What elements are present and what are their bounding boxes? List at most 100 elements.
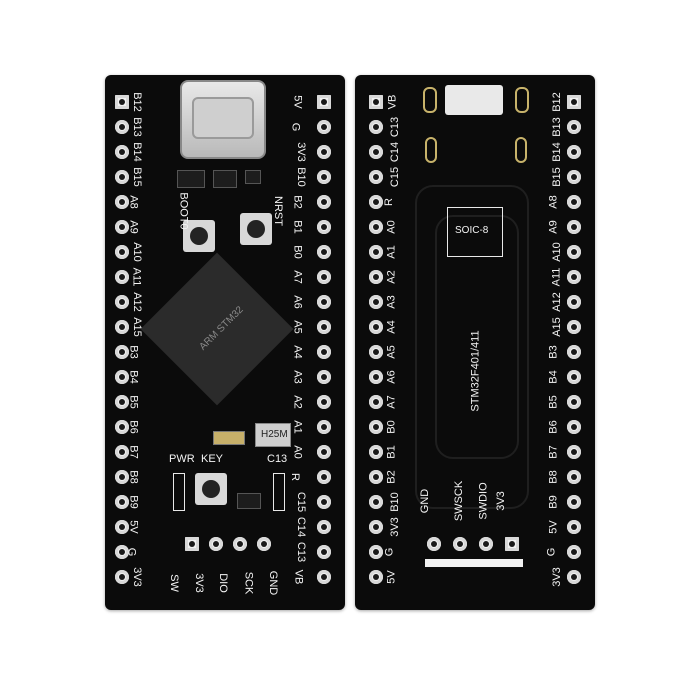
crystal-small <box>213 431 245 445</box>
pin-label: A10 <box>130 242 143 262</box>
header-pin <box>567 270 581 284</box>
header-pin <box>317 420 331 434</box>
pin-label: B5 <box>127 395 140 409</box>
pin-label: A1 <box>385 245 398 259</box>
smd-part <box>245 170 261 184</box>
swd-label: 3V3 <box>494 491 507 511</box>
pin-label: B0 <box>385 420 398 434</box>
header-pin <box>567 320 581 334</box>
pin-label: B10 <box>294 167 307 187</box>
pin-label: B3 <box>547 345 560 359</box>
c13-led <box>273 473 285 511</box>
ldo-chip <box>237 493 261 509</box>
swd-pin <box>257 537 271 551</box>
pin-label: A6 <box>385 370 398 384</box>
soic8-footprint <box>447 207 503 257</box>
pcb-trace <box>435 215 519 459</box>
boot0-button[interactable] <box>183 220 215 252</box>
pin-label: B7 <box>547 445 560 459</box>
swd-label: SWDIO <box>477 482 490 520</box>
pin-label: B10 <box>388 492 401 512</box>
swd-pin <box>427 537 441 551</box>
pin-label: A5 <box>385 345 398 359</box>
pin-label: B12 <box>550 92 563 112</box>
back-silk-bar <box>425 559 523 567</box>
boot0-label: BOOT0 <box>177 192 190 230</box>
pin-label: B15 <box>550 167 563 187</box>
header-pin <box>317 220 331 234</box>
pin-label: A4 <box>291 345 304 359</box>
header-pin <box>317 95 331 109</box>
chip-name-label: STM32F401/411 <box>469 330 482 412</box>
header-pin <box>567 470 581 484</box>
header-pin <box>317 170 331 184</box>
header-pin <box>567 520 581 534</box>
reset-button[interactable] <box>240 213 272 245</box>
header-pin <box>369 570 383 584</box>
pin-label: 5V <box>547 520 560 534</box>
pin-label: G <box>545 547 558 557</box>
pcb-trace <box>415 185 529 509</box>
header-pin <box>369 495 383 509</box>
pin-label: A5 <box>291 320 304 334</box>
header-pin <box>317 320 331 334</box>
pin-label: G <box>289 122 302 132</box>
header-pin <box>115 520 129 534</box>
header-pin <box>567 420 581 434</box>
swd-label: SCK <box>242 571 255 595</box>
header-pin <box>115 95 129 109</box>
header-pin <box>567 445 581 459</box>
header-pin <box>317 545 331 559</box>
header-pin <box>317 295 331 309</box>
swd-pin <box>185 537 199 551</box>
pin-label: B8 <box>127 470 140 484</box>
pin-label: A11 <box>550 267 563 287</box>
swd-pin <box>505 537 519 551</box>
header-pin <box>317 445 331 459</box>
swd-label: SWSCK <box>453 480 466 522</box>
key-label: KEY <box>201 453 224 465</box>
header-pin <box>567 570 581 584</box>
pin-label: 5V <box>127 520 140 534</box>
pin-label: A3 <box>385 295 398 309</box>
header-pin <box>369 295 383 309</box>
header-pin <box>115 120 129 134</box>
usb-pad-right <box>515 87 529 113</box>
header-pin <box>369 270 383 284</box>
header-pin <box>369 220 383 234</box>
pin-label: B6 <box>547 420 560 434</box>
pin-label: G <box>383 547 396 557</box>
pin-label: B15 <box>130 167 143 187</box>
header-pin <box>369 320 383 334</box>
header-pin <box>317 570 331 584</box>
header-pin <box>115 195 129 209</box>
pin-label: B13 <box>130 117 143 137</box>
header-pin <box>369 245 383 259</box>
header-pin <box>317 120 331 134</box>
header-pin <box>567 545 581 559</box>
key-button[interactable] <box>195 473 227 505</box>
pin-label: A4 <box>385 320 398 334</box>
header-pin <box>567 145 581 159</box>
header-pin <box>317 395 331 409</box>
pin-label: C14 <box>295 516 308 538</box>
pin-label: B6 <box>127 420 140 434</box>
header-pin <box>369 520 383 534</box>
pin-label: 3V3 <box>130 567 143 587</box>
pin-label: B4 <box>547 370 560 384</box>
header-pin <box>567 295 581 309</box>
header-pin <box>567 170 581 184</box>
pin-label: B2 <box>385 470 398 484</box>
header-pin <box>115 470 129 484</box>
crystal-25mhz <box>255 423 291 447</box>
pin-label: C14 <box>389 141 402 163</box>
header-pin <box>369 545 383 559</box>
header-pin <box>115 245 129 259</box>
pin-label: B7 <box>127 445 140 459</box>
pin-label: 3V3 <box>388 517 401 537</box>
pin-label: VB <box>386 94 399 110</box>
swd-pin <box>233 537 247 551</box>
crystal-label: H25M <box>261 429 288 440</box>
header-pin <box>369 395 383 409</box>
